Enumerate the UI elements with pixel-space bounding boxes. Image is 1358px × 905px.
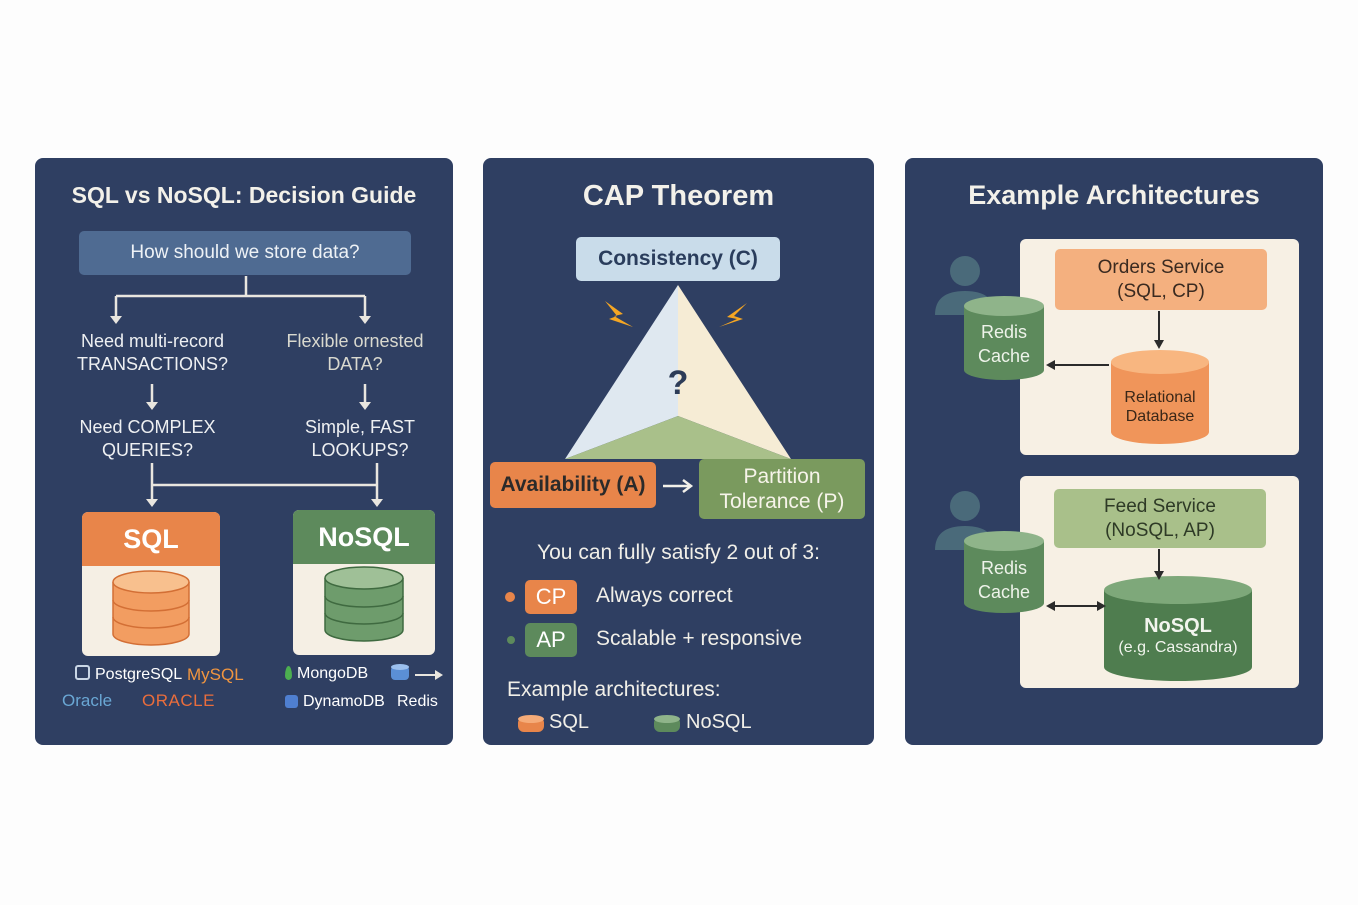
examples-heading: Example architectures: [507, 678, 721, 701]
relational-db-label: Relational Database [1111, 388, 1209, 426]
availability-label: Availability (A) [500, 473, 646, 496]
question-line: QUERIES? [101, 440, 194, 460]
database-icon [964, 531, 1044, 613]
sql-card: SQL [82, 512, 220, 656]
service-line: Feed Service [1104, 495, 1216, 517]
partition-line: Tolerance (P) [719, 490, 845, 513]
lightning-icon [719, 303, 747, 327]
cache-line: Cache [977, 582, 1031, 602]
ap-badge: AP [525, 623, 577, 657]
db-line: (e.g. Cassandra) [1118, 639, 1238, 656]
lightning-icon [605, 301, 633, 327]
ap-description: Scalable + responsive [596, 627, 803, 650]
cp-description: Always correct [596, 584, 733, 607]
feed-cache-label: Redis Cache [964, 556, 1044, 604]
arrow-right-icon [663, 479, 694, 493]
question-line: LOOKUPS? [311, 440, 409, 460]
logo-text: MongoDB [297, 665, 369, 682]
consistency-label: Consistency (C) [598, 247, 758, 270]
database-icon [75, 665, 90, 680]
panel-title: SQL vs NoSQL: Decision Guide [71, 182, 417, 208]
question-line: TRANSACTIONS? [76, 354, 229, 374]
database-icon [391, 664, 409, 680]
logo-mongodb: MongoDB [285, 665, 368, 683]
db-line: NoSQL [1144, 615, 1212, 637]
cp-badge-text: CP [535, 584, 567, 609]
complex-queries-question: Need COMPLEX QUERIES? [55, 416, 240, 462]
leaf-icon [285, 666, 292, 680]
cp-bullet [505, 592, 515, 602]
legend-nosql: NoSQL [686, 711, 752, 733]
decision-connectors [110, 276, 383, 507]
logo-text: DynamoDB [303, 693, 385, 710]
service-line: Orders Service [1097, 256, 1225, 278]
arrow-right-icon [415, 670, 443, 680]
service-line: (SQL, CP) [1117, 280, 1205, 302]
feed-service-box: Feed Service (NoSQL, AP) [1054, 489, 1266, 548]
sql-card-header: SQL [82, 512, 220, 566]
db-line: Database [1125, 408, 1195, 425]
database-icon [1111, 350, 1209, 444]
cap-theorem-panel: CAP Theorem Consistency (C) ? Availabili… [483, 158, 874, 745]
flexible-data-question: Flexible ornested DATA? [270, 330, 440, 376]
database-icon [285, 695, 298, 708]
nosql-card-header: NoSQL [293, 510, 435, 564]
logo-text: ORACLE [142, 691, 215, 710]
service-line: (NoSQL, AP) [1105, 519, 1215, 541]
logo-mysql: MySQL [187, 665, 244, 685]
sql-label: SQL [123, 523, 179, 554]
db-line: Relational [1124, 389, 1196, 406]
transactions-question: Need multi-record TRANSACTIONS? [55, 330, 250, 376]
panel-title: Example Architectures [968, 180, 1260, 210]
logo-text: PostgreSQL [95, 666, 183, 683]
partition-line: Partition [743, 465, 821, 488]
database-icon [518, 715, 544, 732]
storage-question-box: How should we store data? [79, 231, 411, 275]
question-line: Need COMPLEX [79, 417, 216, 437]
consistency-box: Consistency (C) [576, 237, 780, 281]
database-icon [654, 715, 680, 732]
nosql-db-label: NoSQL (e.g. Cassandra) [1104, 614, 1252, 658]
question-line: Simple, FAST [304, 417, 416, 437]
logo-text: Oracle [62, 691, 113, 710]
question-line: Need multi-record [80, 331, 225, 351]
ap-badge-text: AP [536, 627, 566, 652]
logo-redis: Redis [397, 693, 438, 711]
cap-statement: You can fully satisfy 2 out of 3: [537, 541, 820, 564]
cap-triangle [565, 285, 791, 459]
logo-oracle-wordmark: ORACLE [142, 691, 215, 711]
orders-cache-label: Redis Cache [964, 320, 1044, 368]
storage-question: How should we store data? [130, 242, 360, 263]
availability-box: Availability (A) [490, 462, 656, 508]
database-icon [1104, 576, 1252, 681]
question-line: Flexible ornested [286, 331, 424, 351]
nosql-card: NoSQL [293, 510, 435, 655]
database-icon [112, 570, 190, 646]
database-icon [324, 566, 404, 642]
architecture-diagram [935, 256, 1252, 681]
logo-oracle: Oracle [62, 691, 112, 711]
ap-bullet [507, 636, 515, 644]
logo-text: MySQL [187, 665, 244, 684]
logo-text: Redis [397, 693, 438, 710]
cache-line: Redis [980, 322, 1028, 342]
legend-sql: SQL [549, 711, 590, 733]
logo-dynamodb: DynamoDB [285, 693, 385, 711]
fast-lookups-question: Simple, FAST LOOKUPS? [280, 416, 440, 462]
panel-title: CAP Theorem [582, 180, 775, 212]
cache-line: Cache [977, 346, 1031, 366]
nosql-label: NoSQL [318, 521, 410, 552]
database-icon [964, 296, 1044, 380]
question-line: DATA? [327, 354, 383, 374]
example-architectures-panel: Example Architectures Orders Service (SQ… [905, 158, 1323, 745]
cache-line: Redis [980, 558, 1028, 578]
orders-service-box: Orders Service (SQL, CP) [1055, 249, 1267, 310]
question-mark: ? [667, 364, 689, 402]
partition-tolerance-box: Partition Tolerance (P) [699, 459, 865, 519]
decision-guide-panel: SQL vs NoSQL: Decision Guide How should … [35, 158, 453, 745]
logo-postgresql: PostgreSQL [75, 665, 182, 684]
cp-badge: CP [525, 580, 577, 614]
